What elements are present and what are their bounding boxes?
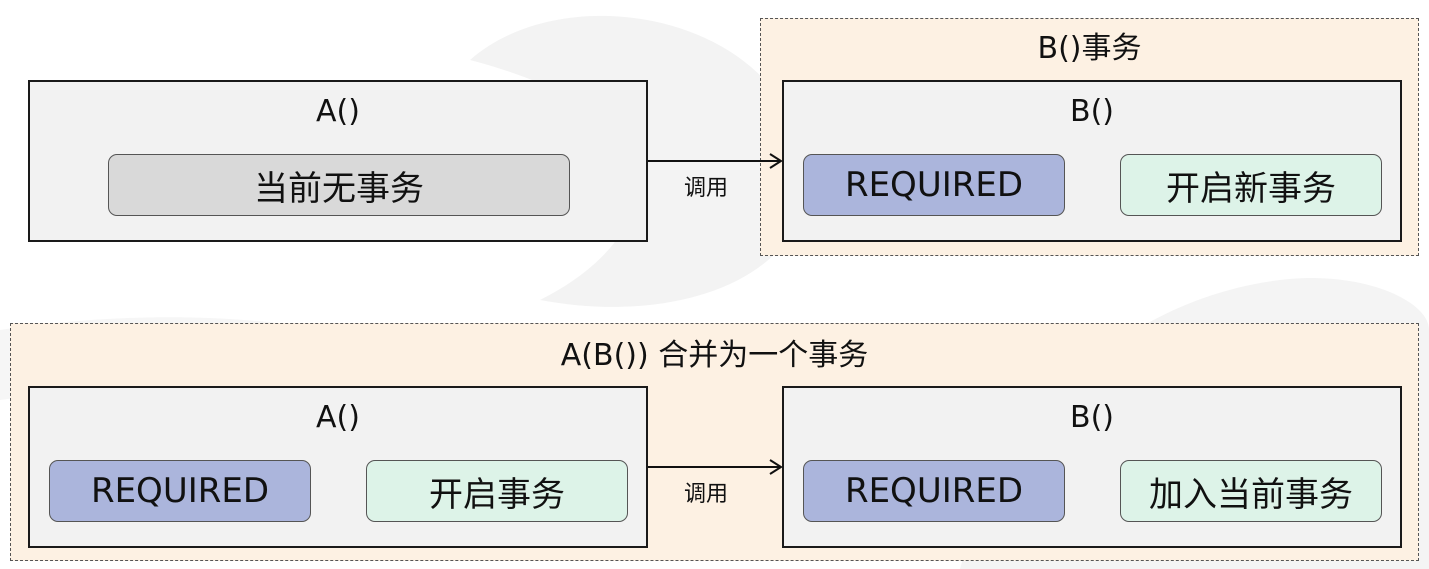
top-callee-method-b: B() REQUIRED 开启新事务 [782, 80, 1402, 242]
top-caller-state-no-transaction: 当前无事务 [108, 154, 570, 216]
top-caller-title: A() [316, 94, 360, 129]
top-callee-title: B() [1070, 94, 1114, 129]
top-caller-method-a: A() 当前无事务 [28, 80, 648, 242]
bottom-call-arrow [648, 459, 783, 475]
top-call-arrow [648, 153, 783, 169]
bottom-callee-title: B() [1070, 400, 1114, 435]
top-callee-behavior-new-transaction: 开启新事务 [1120, 154, 1382, 216]
bottom-caller-propagation-required: REQUIRED [49, 460, 311, 522]
top-callee-group-title: B()事务 [1037, 31, 1142, 66]
bottom-caller-method-a: A() REQUIRED 开启事务 [28, 386, 648, 548]
top-callee-propagation-required: REQUIRED [803, 154, 1065, 216]
bottom-group-title: A(B()) 合并为一个事务 [560, 338, 869, 373]
top-call-label: 调用 [684, 176, 729, 201]
bottom-caller-title: A() [316, 400, 360, 435]
bottom-call-label: 调用 [684, 482, 729, 507]
bottom-callee-propagation-required: REQUIRED [803, 460, 1065, 522]
bottom-caller-behavior-start-transaction: 开启事务 [366, 460, 628, 522]
bottom-callee-method-b: B() REQUIRED 加入当前事务 [782, 386, 1402, 548]
bottom-callee-behavior-join-transaction: 加入当前事务 [1120, 460, 1382, 522]
